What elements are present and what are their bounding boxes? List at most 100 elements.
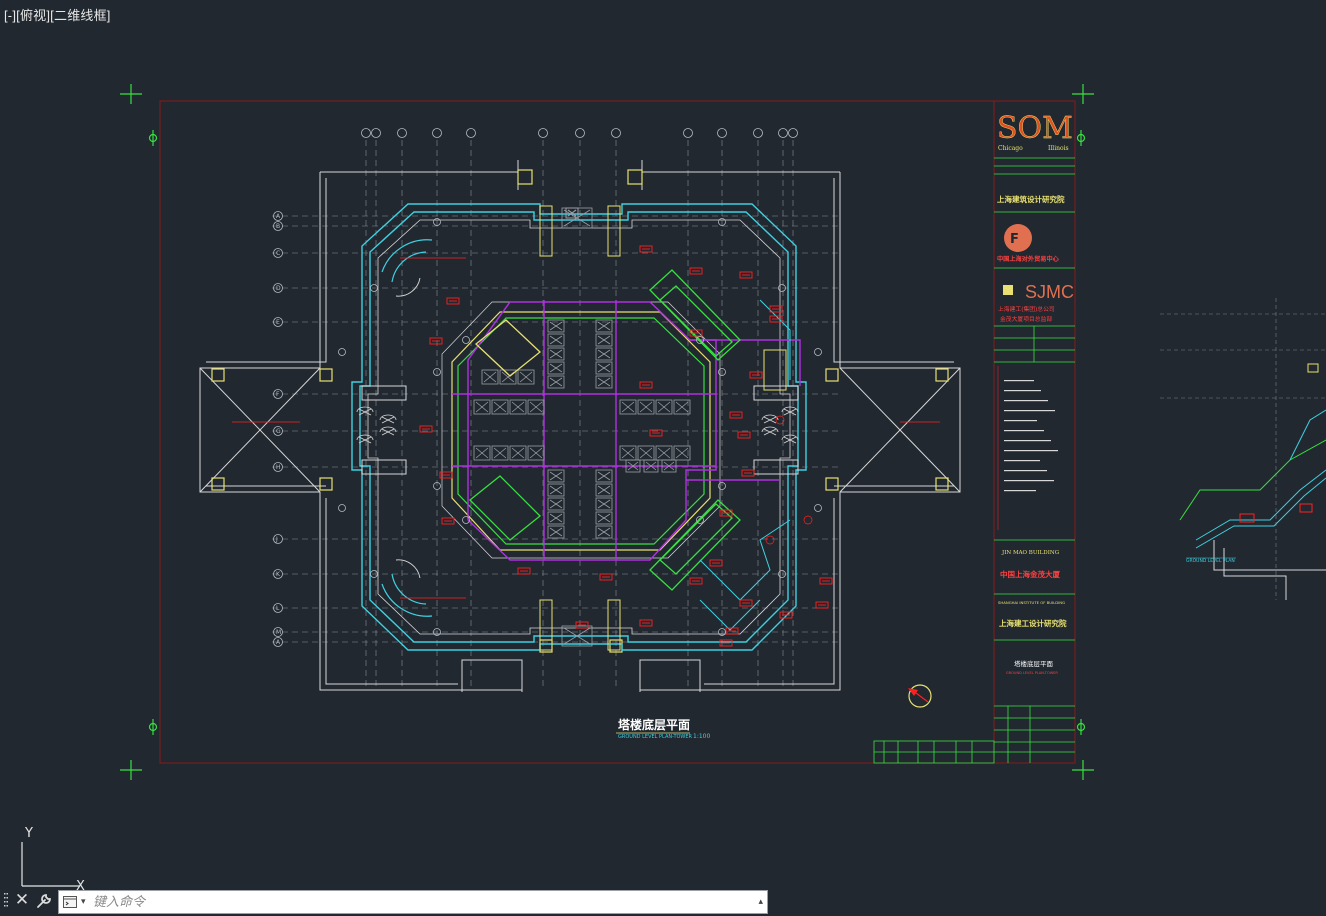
room-tag [769, 315, 783, 323]
column-marker [433, 628, 441, 636]
elevator-car [499, 369, 517, 385]
elevator-car [481, 369, 499, 385]
room-tag [639, 619, 653, 627]
note-line [1004, 460, 1040, 462]
note-line [1004, 400, 1048, 402]
grid-bubble-left [273, 283, 283, 293]
client-logo-icon [1004, 224, 1032, 252]
command-input-field[interactable]: ▾ ▴ [58, 890, 768, 914]
grid-label-left: A [276, 213, 281, 220]
elevator-car [547, 469, 565, 483]
grid-bubble-top [778, 128, 788, 138]
room-tag [429, 337, 443, 345]
grid-bubble-top [717, 128, 727, 138]
room-tag [725, 627, 739, 635]
note-line [1004, 440, 1051, 442]
elevator-car [673, 445, 691, 461]
column-marker [718, 628, 726, 636]
room-tag [517, 567, 531, 575]
room-tag [689, 577, 703, 585]
elevator-car [491, 399, 509, 415]
column-marker [338, 504, 346, 512]
grid-bubble-left [273, 426, 283, 436]
firm-logo: SOM [997, 111, 1073, 146]
title-block: SOM Chicago Illinois 上海建筑设计研究院 F 中国上海对外贸… [873, 100, 1076, 764]
column-marker [370, 570, 378, 578]
elevator-car [547, 375, 565, 389]
grid-bubble-top [432, 128, 442, 138]
revolving-door [379, 414, 397, 421]
grid-bubble-top [397, 128, 407, 138]
grid-label-left: C [276, 250, 280, 257]
project-name-cn: 中国上海金茂大厦 [1000, 569, 1060, 579]
column-marker [696, 336, 704, 344]
elevator-car [547, 361, 565, 375]
grid-bubble-top [753, 128, 763, 138]
elevator-banks [473, 207, 691, 647]
note-line [1004, 470, 1047, 472]
research-name-en: SHANGHAI INSTITUTE OF BUILDING [998, 600, 1065, 605]
grid-bubble-left [273, 627, 283, 637]
elevator-car [595, 483, 613, 497]
elevator-car [561, 207, 593, 229]
elevator-car [595, 319, 613, 333]
revolving-door [356, 434, 374, 441]
plan-scale: 1:100 [693, 733, 710, 740]
ucs-y-label: Y [24, 826, 33, 841]
command-history-dropdown[interactable]: ▾ [81, 896, 86, 906]
column-marker [433, 368, 441, 376]
grid-label-left: H [276, 464, 281, 471]
column-marker [814, 348, 822, 356]
grid-label-left: J [275, 536, 278, 543]
client-name: 中国上海对外贸易中心 [997, 255, 1060, 263]
elevator-car [527, 445, 545, 461]
elevator-car [637, 399, 655, 415]
curved-seats [395, 277, 421, 579]
grid-bubble-left [273, 569, 283, 579]
sjmc-subname: 金茂大厦项目总监部 [1000, 315, 1052, 323]
project-name-en: JIN MAO BUILDING [1001, 550, 1059, 556]
elevator-car [619, 399, 637, 415]
sheet-title-cn: 塔楼底层平面 [1014, 659, 1054, 668]
revolving-door [356, 406, 374, 413]
room-tag [739, 599, 753, 607]
curved-benches [381, 239, 433, 617]
grid-label-left: E [276, 319, 280, 326]
room-tag [749, 371, 763, 379]
room-tag [689, 329, 703, 337]
grid-bubble-top [538, 128, 548, 138]
firm-city-right: Illinois [1048, 145, 1069, 152]
elevator-car [547, 319, 565, 333]
room-tag [737, 431, 751, 439]
note-line [1004, 390, 1041, 392]
elevator-car [473, 445, 491, 461]
corner-marks [120, 84, 1094, 780]
sheet-title-en: GROUND LEVEL PLAN-TOWER [1006, 671, 1058, 675]
client-logo-mark: F [1010, 232, 1019, 247]
revolving-door [379, 426, 397, 433]
viewport-controls-label[interactable]: [-][俯视][二维线框] [4, 8, 111, 23]
column-marker [814, 504, 822, 512]
command-history-up-button[interactable]: ▴ [758, 896, 763, 906]
core-outline [441, 301, 721, 559]
wrench-icon[interactable] [35, 892, 53, 910]
sjmc-logo-icon [1003, 285, 1013, 295]
room-tag [439, 471, 453, 479]
grid-bubble-top [361, 128, 371, 138]
column-marker [462, 516, 470, 524]
ucs-x-label: X [76, 879, 85, 890]
note-line [1004, 380, 1034, 382]
grid-label-left: A [276, 639, 281, 646]
grid-bubble-left [273, 248, 283, 258]
close-command-line-button[interactable]: ✕ [14, 890, 30, 909]
plan-title: 塔楼底层平面 [618, 717, 690, 732]
mega-columns [211, 169, 949, 653]
command-prompt-icon[interactable] [63, 896, 77, 908]
room-tag [709, 559, 723, 567]
elevator-car [595, 497, 613, 511]
command-input[interactable] [93, 892, 733, 912]
grip-handle-icon[interactable] [3, 892, 9, 910]
grid-bubble-top [788, 128, 798, 138]
